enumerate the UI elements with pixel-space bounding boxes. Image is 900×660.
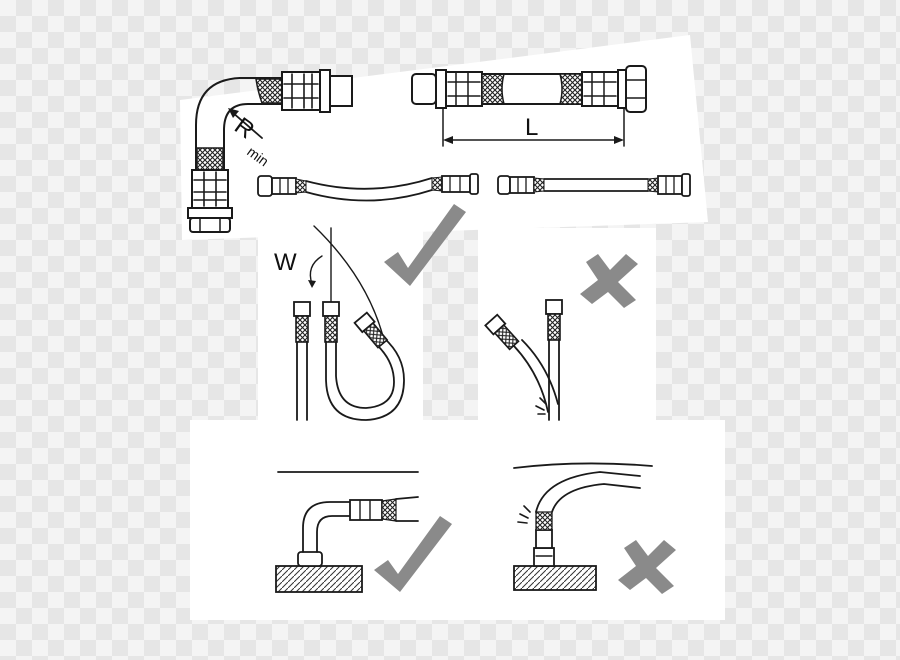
wall-connection-incorrect [513,462,653,591]
kinked-hoses-incorrect [484,299,563,421]
straight-hose-small [497,173,691,197]
cross-mark-icon [618,540,676,594]
cross-mark-icon [580,254,638,308]
length-label: L [525,114,539,141]
check-mark-icon [384,204,466,286]
angle-label: W [274,249,297,276]
check-mark-icon [374,516,452,592]
bent-hose-rmin [187,69,353,233]
radius-arrow [228,108,263,139]
background-panels [180,35,725,620]
straight-hose-length [411,65,647,113]
curved-hose-small [257,173,479,202]
wall-connection-correct [275,471,419,593]
length-dimension [442,107,625,147]
u-bend-hoses-correct [293,225,405,421]
